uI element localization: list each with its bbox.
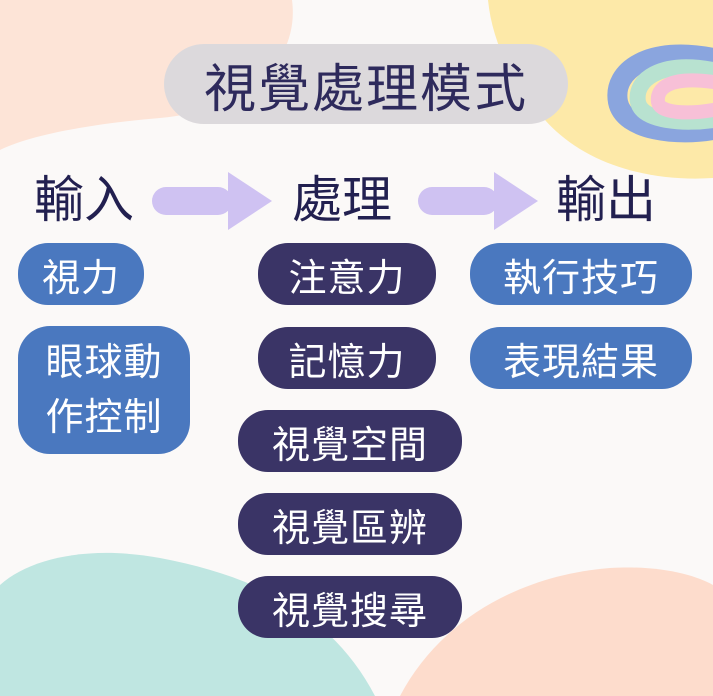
- process-item-visual-spatial: 視覺空間: [238, 410, 462, 472]
- process-item-visual-search: 視覺搜尋: [238, 576, 462, 638]
- output-item-performance-result: 表現結果: [470, 327, 692, 389]
- peach-blob-bottom-right: [400, 567, 713, 696]
- process-item-attention: 注意力: [258, 243, 436, 305]
- input-item-eye-movement-control: 眼球動 作控制: [18, 326, 190, 454]
- mint-blob-bottom-left: [0, 552, 375, 696]
- peach-blob-top-left: [0, 0, 293, 150]
- heading-output: 輸出: [556, 171, 656, 229]
- heading-input: 輸入: [34, 171, 134, 229]
- page-title: 視覺處理模式: [164, 44, 568, 124]
- heading-process: 處理: [292, 171, 392, 229]
- eye-movement-line-1: 眼球動: [45, 339, 163, 384]
- process-item-memory: 記憶力: [258, 327, 436, 389]
- eye-movement-line-2: 作控制: [45, 395, 163, 439]
- input-item-vision: 視力: [18, 243, 144, 305]
- arrow-process-to-output: [418, 172, 538, 230]
- arrow-input-to-process: [152, 172, 272, 230]
- rainbow-arc-decoration: [607, 44, 713, 143]
- process-item-visual-discrimination: 視覺區辨: [238, 493, 462, 555]
- output-item-executive-skills: 執行技巧: [470, 243, 692, 305]
